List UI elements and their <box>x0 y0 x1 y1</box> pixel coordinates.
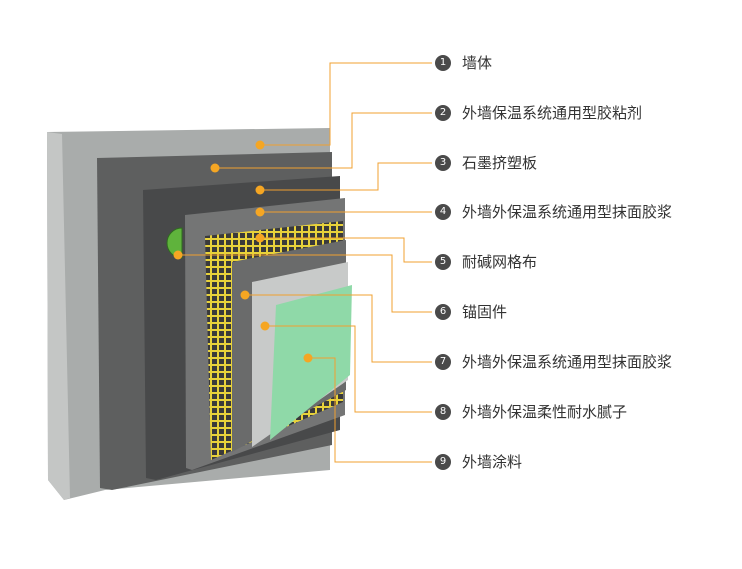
callout-dot-9 <box>303 353 313 363</box>
leader-line-9 <box>308 357 432 463</box>
badge-2: 2 <box>435 105 451 121</box>
callout-dot-3 <box>255 185 265 195</box>
finish-paint-layer <box>270 285 352 440</box>
label-paint: 外墙涂料 <box>462 453 523 471</box>
leader-line-2 <box>215 112 432 169</box>
badge-7: 7 <box>435 354 451 370</box>
label-second-base-coat: 外墙外保温系统通用型抹面胶浆 <box>462 353 673 371</box>
callout-dot-5 <box>255 233 265 243</box>
callout-dot-4 <box>255 207 265 217</box>
label-base-coat: 外墙外保温系统通用型抹面胶浆 <box>462 203 673 221</box>
callout-dot-6 <box>173 250 183 260</box>
callout-dot-8 <box>260 321 270 331</box>
leader-line-1 <box>260 62 432 146</box>
leader-line-6 <box>178 254 432 313</box>
label-xps-board: 石墨挤塑板 <box>462 154 538 172</box>
label-putty: 外墙外保温柔性耐水腻子 <box>462 403 628 421</box>
label-adhesive: 外墙保温系统通用型胶粘剂 <box>462 104 643 122</box>
callout-dot-7 <box>240 290 250 300</box>
badge-4: 4 <box>435 204 451 220</box>
badge-3: 3 <box>435 155 451 171</box>
callout-dots <box>173 140 313 363</box>
callout-dot-2 <box>210 163 220 173</box>
label-mesh: 耐碱网格布 <box>462 253 538 271</box>
wall-side <box>47 132 70 500</box>
badge-9: 9 <box>435 454 451 470</box>
badge-6: 6 <box>435 304 451 320</box>
badge-5: 5 <box>435 254 451 270</box>
badge-1: 1 <box>435 55 451 71</box>
leader-line-7 <box>245 294 432 363</box>
leader-lines <box>178 62 432 463</box>
callout-dot-1 <box>255 140 265 150</box>
label-anchor: 锚固件 <box>462 303 508 321</box>
leader-line-8 <box>265 325 432 413</box>
leader-line-5 <box>260 237 432 263</box>
badge-8: 8 <box>435 404 451 420</box>
label-wall: 墙体 <box>462 54 493 72</box>
leader-line-3 <box>260 162 432 191</box>
